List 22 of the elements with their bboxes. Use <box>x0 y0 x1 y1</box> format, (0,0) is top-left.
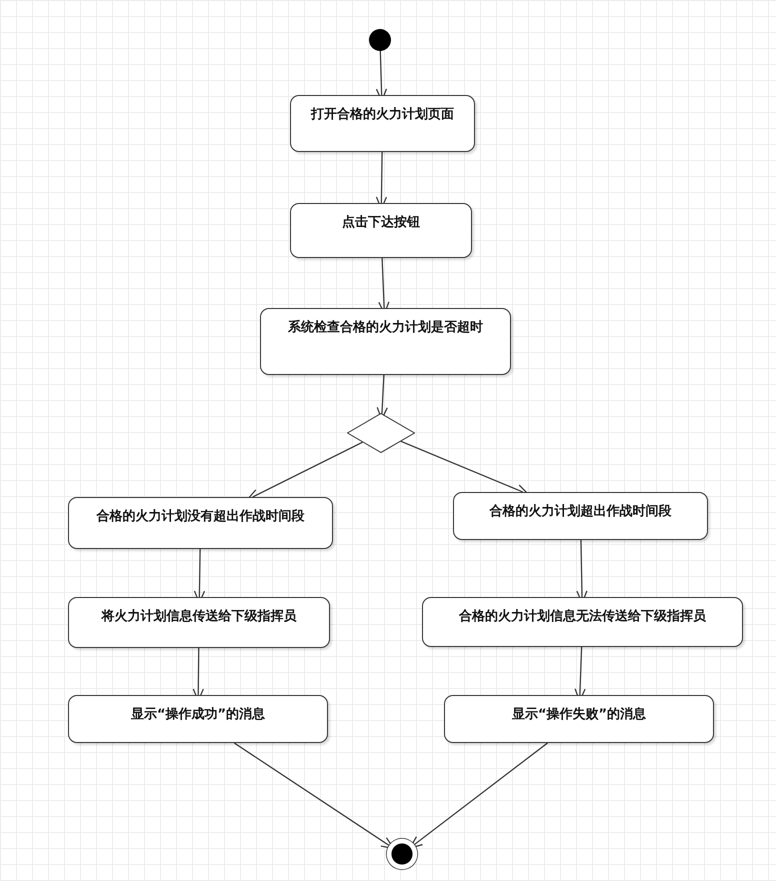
action-box <box>68 497 333 549</box>
end-node <box>386 838 418 870</box>
action-label: 显示“操作失败”的消息 <box>510 706 648 723</box>
action-box <box>68 597 330 648</box>
action-box <box>290 95 475 152</box>
action-box <box>290 203 472 258</box>
action-box <box>444 695 714 743</box>
action-label: 打开合格的火力计划页面 <box>310 106 455 123</box>
decision-diamond <box>347 413 415 453</box>
action-label: 合格的火力计划超出作战时间段 <box>488 503 672 520</box>
action-box <box>260 308 511 375</box>
arrow <box>400 440 529 495</box>
action-label: 将火力计划信息传送给下级指挥员 <box>100 608 298 625</box>
start-node <box>369 29 391 51</box>
action-box <box>68 695 328 743</box>
action-label: 系统检查合格的火力计划是否超时 <box>287 318 484 336</box>
action-box <box>422 597 743 647</box>
action-label: 合格的火力计划信息无法传送给下级指挥员 <box>458 608 707 625</box>
action-label: 显示“操作成功”的消息 <box>130 706 266 723</box>
action-label: 合格的火力计划没有超出作战时间段 <box>95 508 306 525</box>
action-label: 点击下达按钮 <box>341 214 421 231</box>
action-box <box>453 492 708 540</box>
